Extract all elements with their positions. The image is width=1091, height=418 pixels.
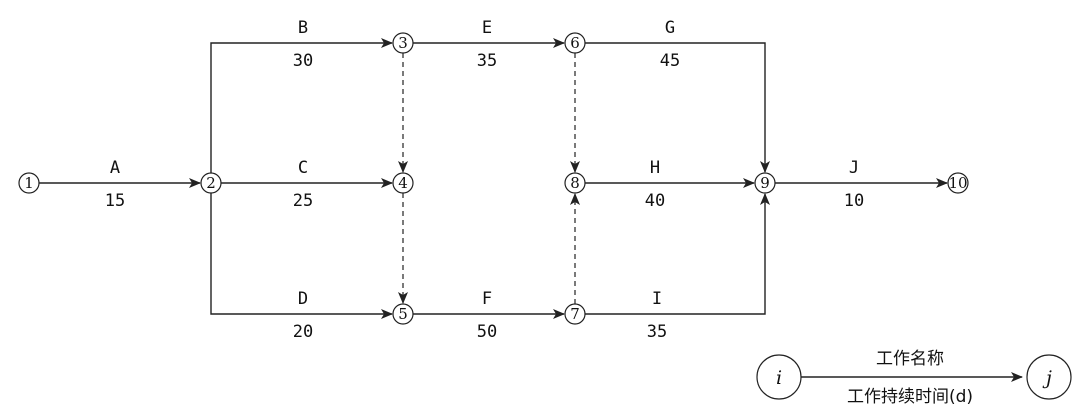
activity-duration-H: 40 [645, 191, 665, 211]
activity-arrows [39, 38, 948, 319]
event-node-10: 10 [947, 172, 969, 194]
event-node-7: 7 [564, 303, 586, 325]
event-node-2: 2 [200, 172, 222, 194]
node-number: 10 [948, 174, 967, 192]
event-node-4: 4 [392, 172, 414, 194]
activity-duration-J: 10 [844, 191, 864, 211]
activity-arrow-B [210, 38, 393, 173]
event-node-3: 3 [392, 32, 414, 54]
event-node-1: 1 [18, 172, 40, 194]
activity-duration-B: 30 [293, 51, 313, 71]
activity-duration-A: 15 [105, 191, 125, 211]
activity-duration-E: 35 [477, 51, 497, 71]
activity-duration-I: 35 [647, 322, 667, 342]
node-circle [18, 172, 40, 194]
node-number: 1 [24, 174, 34, 192]
node-number: 9 [760, 174, 770, 192]
activity-duration-D: 20 [293, 322, 313, 342]
node-number: 2 [206, 174, 216, 192]
activity-name-C: C [298, 158, 308, 178]
legend-start-label: i [776, 367, 782, 389]
legend: i j 工作名称 工作持续时间(d) [756, 349, 1072, 407]
activity-arrow-G [585, 42, 770, 173]
legend-work-duration: 工作持续时间(d) [847, 387, 973, 407]
event-node-6: 6 [564, 32, 586, 54]
activity-name-B: B [298, 18, 308, 38]
node-circle [392, 172, 414, 194]
node-number: 3 [398, 34, 408, 52]
activity-duration-C: 25 [293, 191, 313, 211]
activity-arrow-D [210, 193, 393, 319]
node-circle [392, 32, 414, 54]
activity-duration-G: 45 [660, 51, 680, 71]
node-circle [564, 172, 586, 194]
node-circle [564, 303, 586, 325]
activity-name-G: G [665, 18, 675, 38]
node-circle [564, 32, 586, 54]
node-number: 6 [570, 34, 580, 52]
activity-name-E: E [482, 18, 492, 38]
activity-name-D: D [298, 289, 308, 309]
activity-name-A: A [110, 158, 120, 178]
activity-arrow-I [585, 193, 770, 315]
legend-end-node [1026, 354, 1072, 400]
dummy-arrows [398, 53, 580, 304]
event-node-8: 8 [564, 172, 586, 194]
node-number: 4 [398, 174, 408, 192]
node-circle [392, 303, 414, 325]
activity-duration-F: 50 [477, 322, 497, 342]
legend-end-label: j [1042, 367, 1052, 389]
event-node-9: 9 [754, 172, 776, 194]
node-number: 7 [570, 305, 580, 323]
node-circle [200, 172, 222, 194]
activity-name-H: H [650, 158, 660, 178]
activity-name-I: I [652, 289, 662, 309]
activity-name-J: J [849, 158, 859, 178]
legend-work-name: 工作名称 [876, 349, 944, 369]
node-number: 8 [570, 174, 580, 192]
activity-name-F: F [482, 289, 492, 309]
node-circle [947, 172, 969, 194]
node-circle [754, 172, 776, 194]
event-node-5: 5 [392, 303, 414, 325]
node-number: 5 [398, 305, 408, 323]
